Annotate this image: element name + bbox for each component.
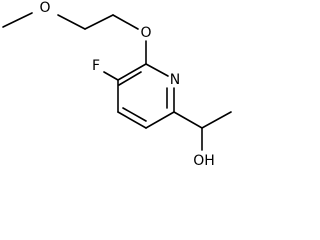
- bond-ch-ch3: [201, 111, 232, 129]
- atom-n: N: [170, 72, 180, 88]
- bond-c3-c2: [145, 111, 175, 129]
- bond-c5-c5-double: [118, 71, 142, 86]
- bond-ch2-ch2: [84, 14, 114, 30]
- atom-oh: OH: [193, 153, 215, 169]
- atom-o-methoxy: O: [39, 0, 50, 16]
- bond-c3-c3-double: [122, 107, 147, 122]
- chemical-structure: O O F N OH: [2, 0, 232, 169]
- bond-n-c6: [145, 63, 169, 77]
- atom-o-ether: O: [140, 25, 151, 41]
- bond-c5-f: [103, 71, 119, 81]
- bond-ch3-o: [2, 12, 33, 28]
- atom-f: F: [92, 58, 100, 74]
- bond-c6-c5: [117, 63, 147, 81]
- atom-labels: O O F N OH: [39, 0, 214, 169]
- bond-c4-c3: [117, 111, 147, 129]
- bond-c2-ch: [173, 111, 203, 129]
- bond-ch2-o: [112, 14, 139, 30]
- bond-o-ch2: [57, 14, 86, 30]
- bonds: [2, 12, 232, 151]
